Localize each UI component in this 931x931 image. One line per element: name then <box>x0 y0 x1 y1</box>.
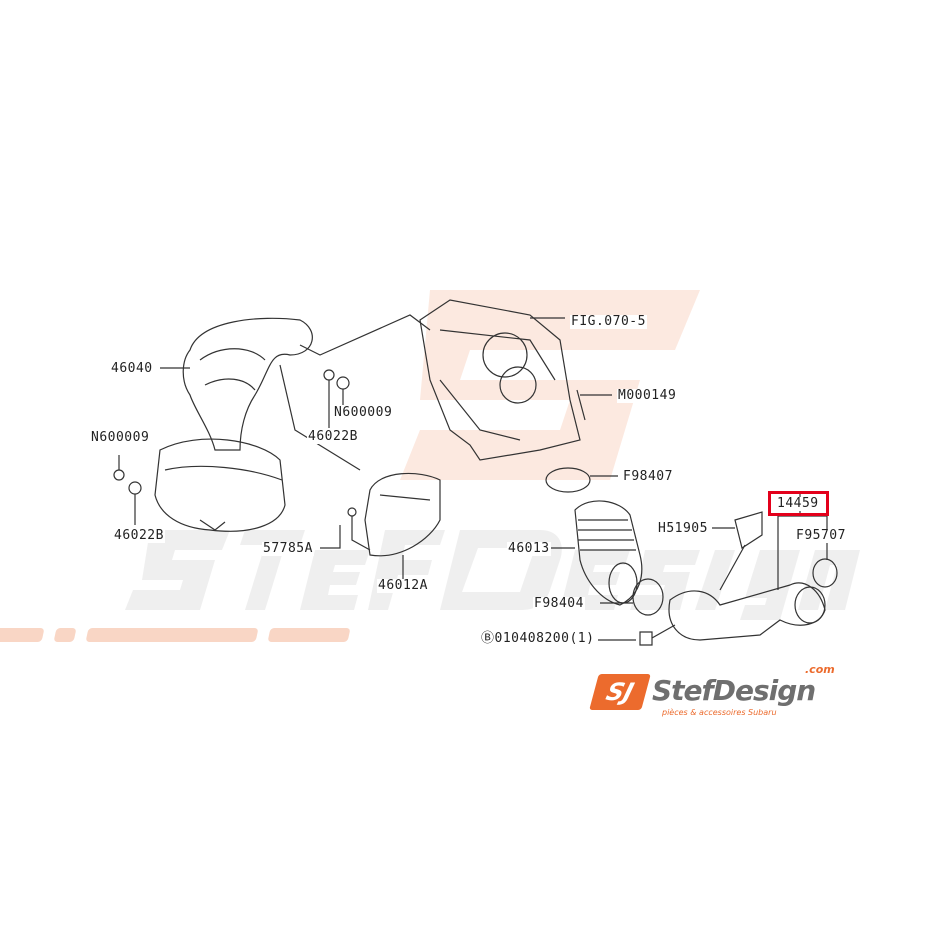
callout-fig-070-5: FIG.070-5 <box>570 314 647 329</box>
hose-h51905 <box>734 511 763 549</box>
callout-m000149: M000149 <box>617 388 678 403</box>
leader-line <box>320 525 341 549</box>
intake-duct-46040 <box>182 317 313 451</box>
washer <box>336 376 350 390</box>
resonator-detail <box>164 465 283 481</box>
case-outlet <box>482 332 528 378</box>
duct-detail <box>199 348 266 361</box>
leader-line <box>279 364 361 471</box>
logo-tagline: pièces & accessoires Subaru <box>662 708 777 717</box>
leader-line <box>777 515 828 590</box>
logo-mark: SJ <box>589 674 651 710</box>
callout-46022b-lower: 46022B <box>113 528 165 543</box>
callout-46012a: 46012A <box>377 578 429 593</box>
bolt-010408200 <box>639 624 676 646</box>
nut <box>113 469 125 481</box>
logo-domain: .com <box>805 663 835 676</box>
case-detail <box>439 379 521 441</box>
callout-57785a: 57785A <box>262 541 314 556</box>
cover-detail <box>379 494 431 501</box>
callout-14459: 14459 <box>776 496 820 511</box>
case-detail <box>439 329 556 381</box>
pipe-end <box>794 586 826 624</box>
watermark-logo-shape <box>400 290 700 480</box>
callout-n600009-upper: N600009 <box>333 405 394 420</box>
callout-n600009-lower: N600009 <box>90 430 151 445</box>
logo-brand: StefDesign <box>652 674 816 707</box>
resonator <box>154 438 286 532</box>
duct-detail <box>204 378 256 391</box>
intake-pipe-14459 <box>668 582 826 641</box>
clamp-f98407 <box>545 467 591 493</box>
callout-h51905: H51905 <box>657 521 709 536</box>
air-cleaner-case <box>419 299 581 461</box>
case-outlet <box>499 366 537 404</box>
nut <box>323 369 335 381</box>
hose-ribs <box>578 519 636 551</box>
callout-f98407: F98407 <box>622 469 674 484</box>
watermark-brand-lettering <box>125 530 860 620</box>
washer <box>128 481 142 495</box>
resonator-detail <box>199 519 226 531</box>
leader-line <box>712 527 746 591</box>
hose-46013 <box>574 500 643 606</box>
callout-bolt-010408200: Ⓑ010408200(1) <box>480 631 596 646</box>
callout-f95707: F95707 <box>795 528 847 543</box>
leader-line <box>299 314 431 356</box>
cover-46012a <box>364 472 441 557</box>
callout-46013: 46013 <box>507 541 551 556</box>
clamp-f95707 <box>812 558 838 588</box>
leader-line <box>351 516 371 551</box>
watermark-tagline-lettering <box>0 628 350 642</box>
clamp-f98404 <box>632 578 664 616</box>
callout-46022b-upper: 46022B <box>307 429 359 444</box>
callout-46040: 46040 <box>110 361 154 376</box>
highlight-box <box>768 491 829 516</box>
screw-m000149 <box>576 389 586 421</box>
callout-f98404: F98404 <box>533 596 585 611</box>
stefdesign-logo: SJ .com StefDesign pièces & accessoires … <box>589 663 852 720</box>
bolt-57785a <box>347 507 357 517</box>
